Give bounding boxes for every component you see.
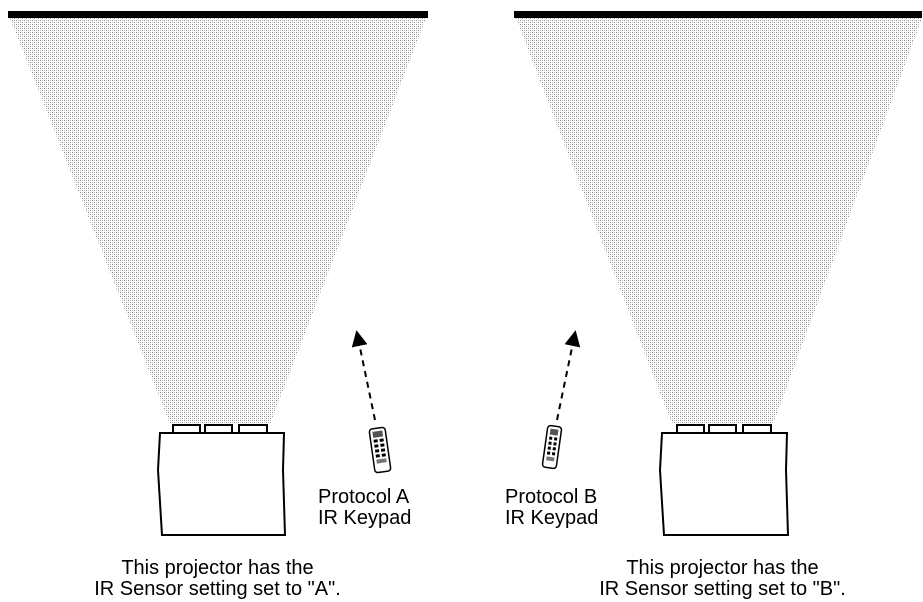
- right-projector-lens: [742, 424, 772, 434]
- right-keypad-label: Protocol B IR Keypad: [505, 487, 598, 529]
- right-keypad-protocol: Protocol B: [505, 486, 598, 508]
- right-caption-line2: IR Sensor setting set to "B".: [599, 578, 846, 600]
- right-projector: [658, 424, 790, 536]
- left-caption-line1: This projector has the: [121, 557, 314, 579]
- left-caption-line2: IR Sensor setting set to "A".: [94, 578, 341, 600]
- right-projector-lens: [708, 424, 737, 434]
- left-setup: [8, 11, 428, 536]
- right-screen: [514, 11, 922, 18]
- left-projector: [156, 424, 287, 536]
- right-setup: [514, 11, 922, 536]
- left-keypad-buttons: [372, 430, 387, 464]
- left-ir-keypad: [368, 426, 392, 474]
- right-projector-body: [658, 432, 790, 536]
- left-projector-lens: [204, 424, 233, 434]
- right-ir-signal-arrow: [556, 330, 581, 421]
- left-keypad-label: Protocol A IR Keypad: [318, 487, 411, 529]
- left-projector-caption: This projector has the IR Sensor setting…: [20, 558, 415, 600]
- left-projector-lens: [172, 424, 201, 434]
- left-screen: [8, 11, 428, 18]
- right-ir-keypad: [541, 424, 563, 470]
- left-keypad-protocol: Protocol A: [318, 486, 410, 508]
- right-caption-line1: This projector has the: [626, 557, 819, 579]
- right-projector-lens: [676, 424, 705, 434]
- right-projector-caption: This projector has the IR Sensor setting…: [525, 558, 920, 600]
- right-light-beam: [516, 18, 922, 424]
- left-projector-body: [156, 432, 287, 536]
- right-keypad-type: IR Keypad: [505, 507, 599, 529]
- left-projector-lens: [238, 424, 268, 434]
- right-keypad-buttons: [546, 428, 559, 462]
- left-ir-signal-arrow: [351, 330, 376, 421]
- left-light-beam: [10, 18, 426, 424]
- left-keypad-type: IR Keypad: [318, 507, 412, 529]
